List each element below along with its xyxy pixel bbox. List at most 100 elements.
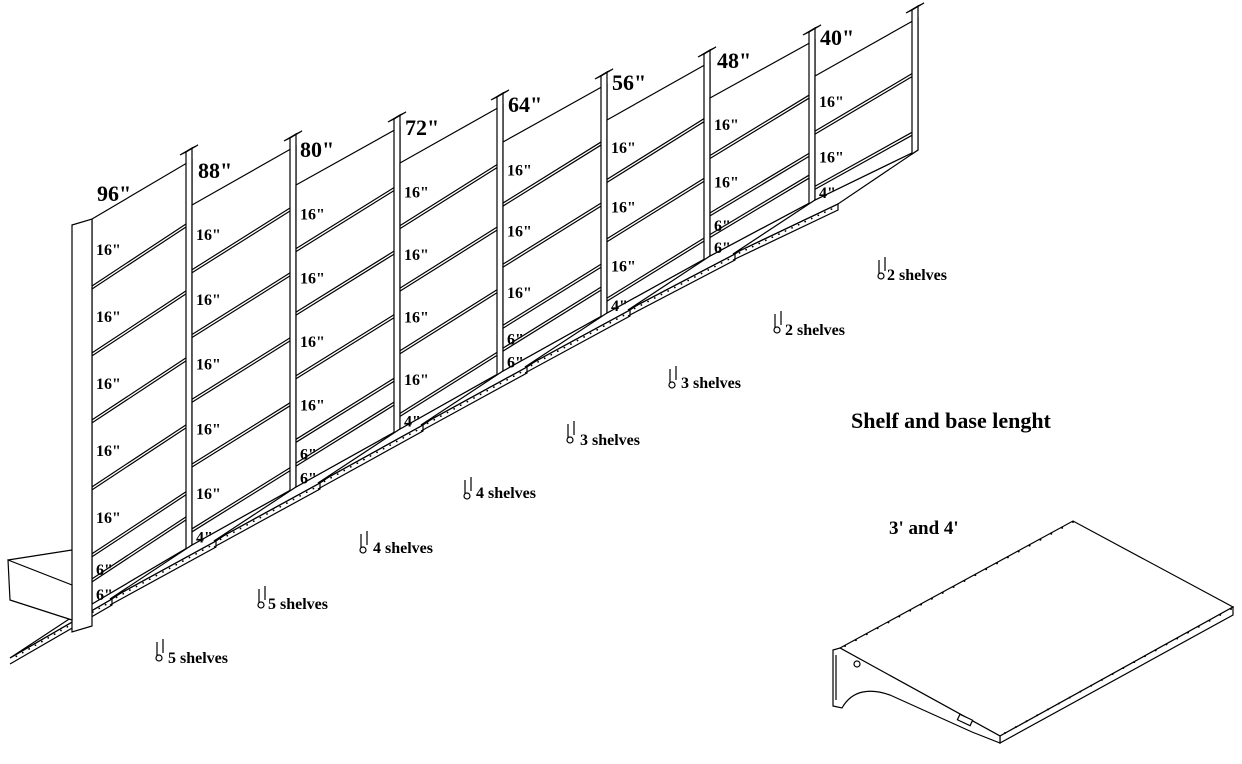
perforation bbox=[1014, 726, 1017, 729]
perforation bbox=[693, 276, 696, 278]
upright-post bbox=[185, 146, 193, 551]
perforation bbox=[1165, 643, 1168, 646]
perforation bbox=[66, 625, 69, 628]
perforation bbox=[98, 607, 101, 610]
shelving-units: 16"16"16"16"16"6"6"96"5 shelves16"16"16"… bbox=[7, 2, 947, 667]
unit-height-label: 88" bbox=[198, 158, 232, 183]
slot-height-label: 16" bbox=[196, 421, 221, 438]
perforation bbox=[512, 375, 515, 378]
slot-height-label: 16" bbox=[507, 285, 532, 302]
perforation bbox=[1197, 625, 1200, 628]
perforation bbox=[996, 562, 998, 565]
shelf-divider-edge bbox=[191, 470, 291, 533]
slot-height-label: 6" bbox=[300, 470, 317, 487]
shelving-unit: 16"16"16"6"6"64"3 shelves bbox=[420, 68, 640, 449]
perforation bbox=[673, 286, 676, 289]
perforation bbox=[817, 214, 820, 217]
perforation bbox=[40, 640, 43, 643]
slot-height-label: 16" bbox=[196, 227, 221, 244]
slot-height-label: 6" bbox=[714, 240, 731, 257]
perforation bbox=[1133, 661, 1136, 664]
perforation bbox=[680, 283, 683, 285]
shelf-divider-edge bbox=[91, 293, 187, 357]
shelf-divider-edge bbox=[606, 121, 705, 183]
perforation bbox=[266, 513, 268, 515]
perforation bbox=[1025, 720, 1028, 723]
shelf-top-surface bbox=[838, 520, 1235, 737]
perforation bbox=[622, 314, 625, 317]
shelf-divider bbox=[709, 174, 810, 235]
shelf-divider-edge bbox=[399, 354, 498, 417]
perforation bbox=[519, 371, 522, 374]
perforation bbox=[142, 581, 145, 584]
shelving-unit: 16"16"16"16"4"72"4 shelves bbox=[317, 89, 536, 502]
perforation bbox=[343, 469, 346, 472]
perforation bbox=[408, 433, 411, 436]
slot-height-label: 16" bbox=[819, 149, 844, 166]
perforation bbox=[232, 531, 235, 534]
upright-post bbox=[600, 70, 608, 319]
perforation bbox=[226, 534, 229, 537]
shelving-unit: 16"16"6"6"48"2 shelves bbox=[627, 24, 845, 339]
shelf-divider bbox=[295, 377, 395, 440]
shelving-unit: 16"16"16"16"16"6"6"96"5 shelves bbox=[9, 144, 228, 667]
shelf-divider bbox=[91, 491, 187, 555]
perforation bbox=[376, 451, 378, 454]
perforation bbox=[389, 444, 392, 447]
leveler-foot bbox=[566, 436, 574, 444]
perforation bbox=[1154, 649, 1157, 652]
perforation bbox=[115, 596, 118, 599]
shelf-divider-edge bbox=[295, 190, 395, 253]
perforation bbox=[168, 567, 171, 570]
perforation bbox=[667, 290, 670, 292]
shelf-divider-edge bbox=[91, 494, 187, 558]
shelf-divider bbox=[399, 226, 498, 289]
unit-height-label: 56" bbox=[612, 70, 646, 95]
perforation bbox=[104, 603, 107, 606]
slot-height-label: 16" bbox=[611, 140, 636, 157]
shelf-count-label: 3 shelves bbox=[681, 375, 741, 392]
perforation bbox=[930, 597, 933, 600]
perforation bbox=[175, 563, 178, 566]
shelving-unit: 16"16"16"16"16"4"88"5 shelves bbox=[109, 130, 328, 613]
leveler-foot bbox=[877, 272, 885, 280]
slot-height-label: 16" bbox=[404, 184, 429, 201]
perforation bbox=[583, 336, 585, 338]
perforation bbox=[336, 473, 339, 476]
slot-height-label: 16" bbox=[196, 486, 221, 503]
perforation bbox=[330, 476, 333, 479]
shelf-divider bbox=[91, 424, 187, 488]
shelf-divider-edge bbox=[502, 144, 602, 207]
shelf-count-label: 2 shelves bbox=[785, 322, 845, 339]
perforation bbox=[570, 343, 572, 345]
slot-height-label: 16" bbox=[404, 247, 429, 264]
end-base bbox=[7, 559, 73, 621]
perforation bbox=[363, 458, 365, 461]
shelf-divider-edge bbox=[709, 97, 810, 159]
perforation bbox=[323, 480, 326, 483]
perforation bbox=[486, 389, 489, 392]
shelf-divider bbox=[502, 202, 602, 265]
perforation bbox=[1186, 631, 1189, 634]
slot-height-label: 4" bbox=[196, 530, 213, 547]
shelf-divider-edge bbox=[191, 275, 291, 339]
perforation bbox=[764, 239, 767, 242]
perforation bbox=[797, 223, 800, 226]
perforation bbox=[1072, 521, 1074, 523]
shelf-divider-edge bbox=[709, 177, 810, 238]
perforation bbox=[1039, 538, 1042, 541]
perforation bbox=[53, 633, 56, 636]
perforation bbox=[823, 211, 826, 214]
perforation bbox=[909, 609, 912, 612]
perforation bbox=[530, 364, 533, 367]
perforation bbox=[1017, 550, 1020, 553]
slot-height-label: 6" bbox=[507, 355, 524, 372]
perforation bbox=[854, 639, 857, 642]
perforation bbox=[778, 233, 780, 236]
perforation bbox=[1090, 684, 1093, 687]
perforation bbox=[305, 491, 308, 494]
perforation bbox=[34, 644, 37, 647]
shelf-divider bbox=[814, 131, 913, 187]
slot-height-label: 16" bbox=[96, 443, 121, 460]
perforation bbox=[122, 592, 125, 595]
